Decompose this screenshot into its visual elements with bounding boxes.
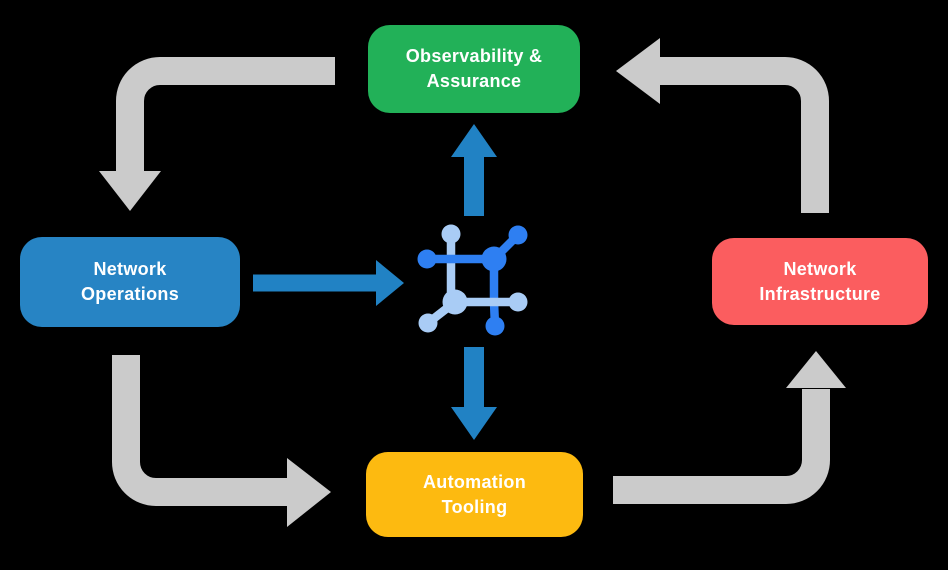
arrowhead-up bbox=[786, 351, 846, 388]
arrowhead-up bbox=[451, 124, 497, 157]
node-label-line: Network bbox=[93, 259, 167, 280]
node-observability-assurance: Observability & Assurance bbox=[368, 25, 580, 113]
arrow-elbow bbox=[112, 355, 288, 506]
icon-dark bbox=[417, 225, 528, 336]
arrowhead-down bbox=[451, 407, 497, 440]
arrowhead-right bbox=[376, 260, 404, 306]
arrow-elbow bbox=[659, 57, 829, 213]
arrow-operations-to-automation bbox=[112, 355, 331, 527]
arrow-elbow bbox=[613, 389, 830, 504]
arrow-infrastructure-to-observability bbox=[616, 38, 829, 213]
network-fabric-icon bbox=[417, 224, 528, 336]
arrow-center-to-observability bbox=[451, 124, 497, 216]
arrow-observability-to-operations bbox=[99, 57, 335, 211]
node-label-line: Infrastructure bbox=[759, 283, 881, 304]
node-network-operations: Network Operations bbox=[20, 237, 240, 327]
arrow-elbow bbox=[116, 57, 335, 172]
arrow-center-to-automation bbox=[451, 347, 497, 440]
arrow-operations-to-center bbox=[253, 260, 404, 306]
node-label-line: Automation bbox=[423, 471, 526, 492]
node-label-line: Network bbox=[783, 258, 857, 279]
node-label-line: Observability & bbox=[405, 46, 543, 67]
arrowhead-down bbox=[99, 171, 161, 211]
arrow-automation-to-infrastructure bbox=[613, 351, 846, 504]
arrowhead-left bbox=[616, 38, 660, 104]
node-label-line: Tooling bbox=[441, 496, 508, 517]
node-network-infrastructure: Network Infrastructure bbox=[712, 238, 928, 325]
node-label-line: Operations bbox=[80, 284, 180, 304]
node-automation-tooling: Automation Tooling bbox=[366, 452, 583, 537]
node-label-line: Assurance bbox=[426, 71, 522, 91]
icon-light-over bbox=[418, 289, 528, 333]
arrowhead-right bbox=[287, 458, 331, 527]
